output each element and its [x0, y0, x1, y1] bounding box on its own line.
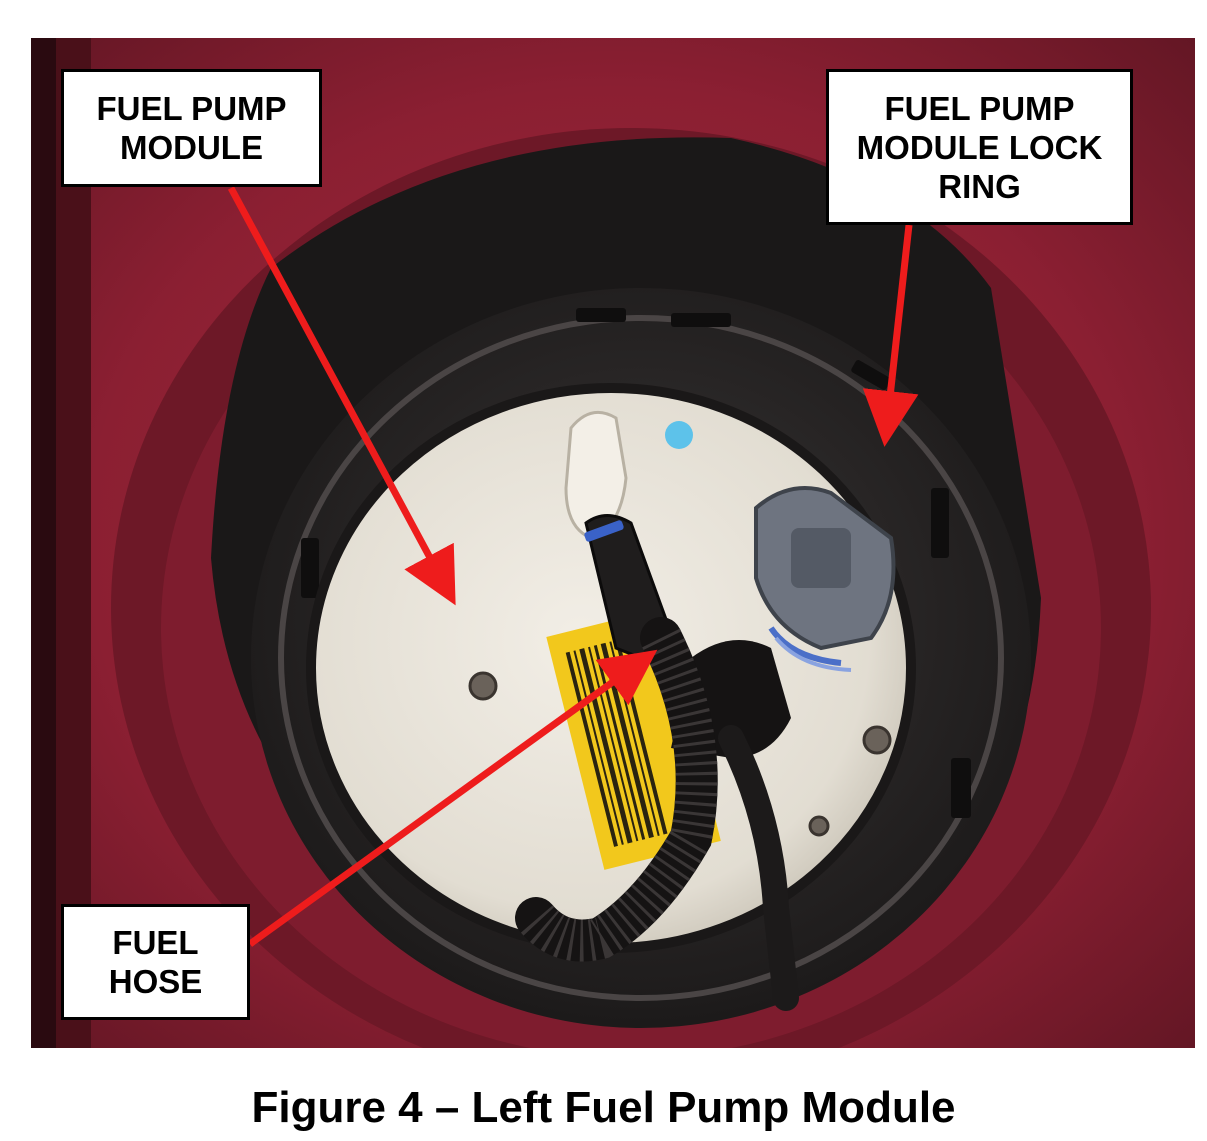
wiring-harness [718, 725, 799, 1011]
callout-fuel-hose: FUEL HOSE [61, 904, 250, 1020]
fuel-hose [515, 617, 718, 962]
figure-caption: Figure 4 – Left Fuel Pump Module [251, 1083, 956, 1132]
cap-bolts [468, 671, 892, 837]
callout-fuel-pump-module: FUEL PUMP MODULE [61, 69, 322, 187]
arrow-fuel-hose [247, 649, 658, 947]
arrow-fuel-pump-module [227, 186, 456, 606]
callout-fuel-pump-module-lock-ring: FUEL PUMP MODULE LOCK RING [826, 69, 1133, 225]
arrow-lock-ring [862, 224, 919, 447]
electrical-connector [754, 486, 896, 672]
lock-ring-tabs [301, 308, 971, 818]
